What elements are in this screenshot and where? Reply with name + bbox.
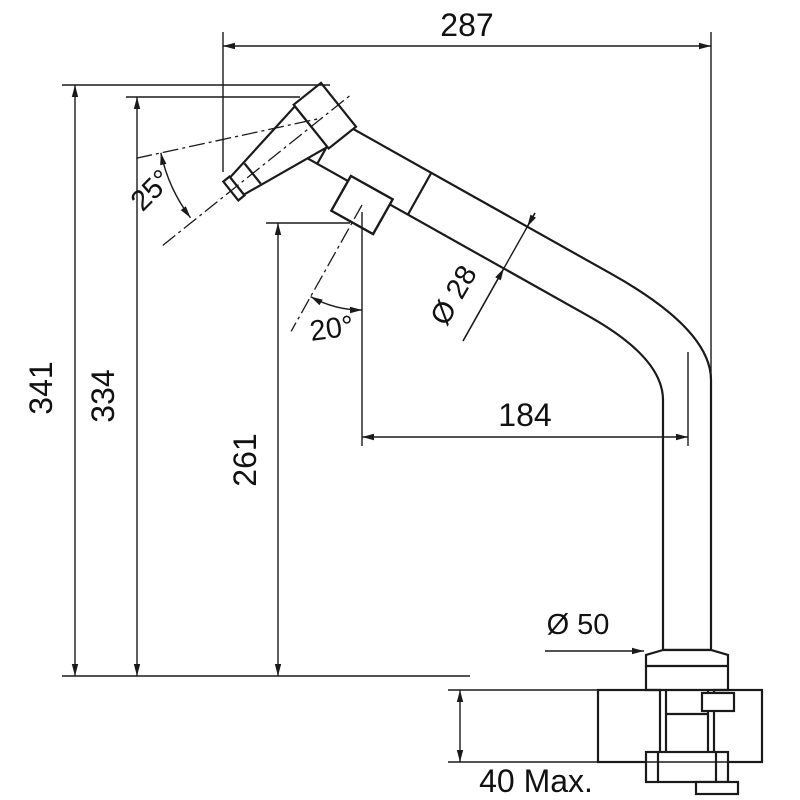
base-flange — [644, 648, 730, 692]
dim-label-overall-height: 341 — [23, 361, 59, 414]
faucet-outline — [221, 81, 764, 796]
arc-20deg — [310, 295, 363, 314]
dim-label-handle-height: 261 — [227, 433, 263, 486]
knob-axis-centerline — [290, 204, 363, 332]
dim-label-base-diameter: Ø 50 — [547, 609, 610, 641]
head-swivel-centerline — [136, 117, 323, 159]
head-axis-centerline — [162, 94, 351, 246]
dimension-lines — [62, 32, 748, 763]
arc-25deg — [160, 152, 192, 219]
dim-label-head-angle: 25° — [125, 164, 179, 218]
dim-label-overall-width: 287 — [440, 7, 493, 43]
tube-joint-line — [406, 172, 433, 216]
dim-label-spout-height: 334 — [85, 369, 121, 422]
fixing-nut — [644, 750, 730, 784]
dim-label-spout-reach: 184 — [498, 397, 551, 433]
dimline-dia28-arrow-bottom — [462, 268, 505, 342]
dim-label-max-deck-thickness: 40 Max. — [479, 763, 593, 799]
nut-tab — [694, 780, 740, 796]
knurled-knob — [329, 174, 395, 236]
dim-label-handle-angle: 20° — [308, 310, 356, 348]
spout-tube — [301, 112, 713, 652]
head-collar — [292, 81, 358, 151]
centerlines — [136, 94, 363, 332]
dimline-dia28-arrow-top — [526, 212, 536, 227]
mounting-detail — [700, 691, 736, 713]
